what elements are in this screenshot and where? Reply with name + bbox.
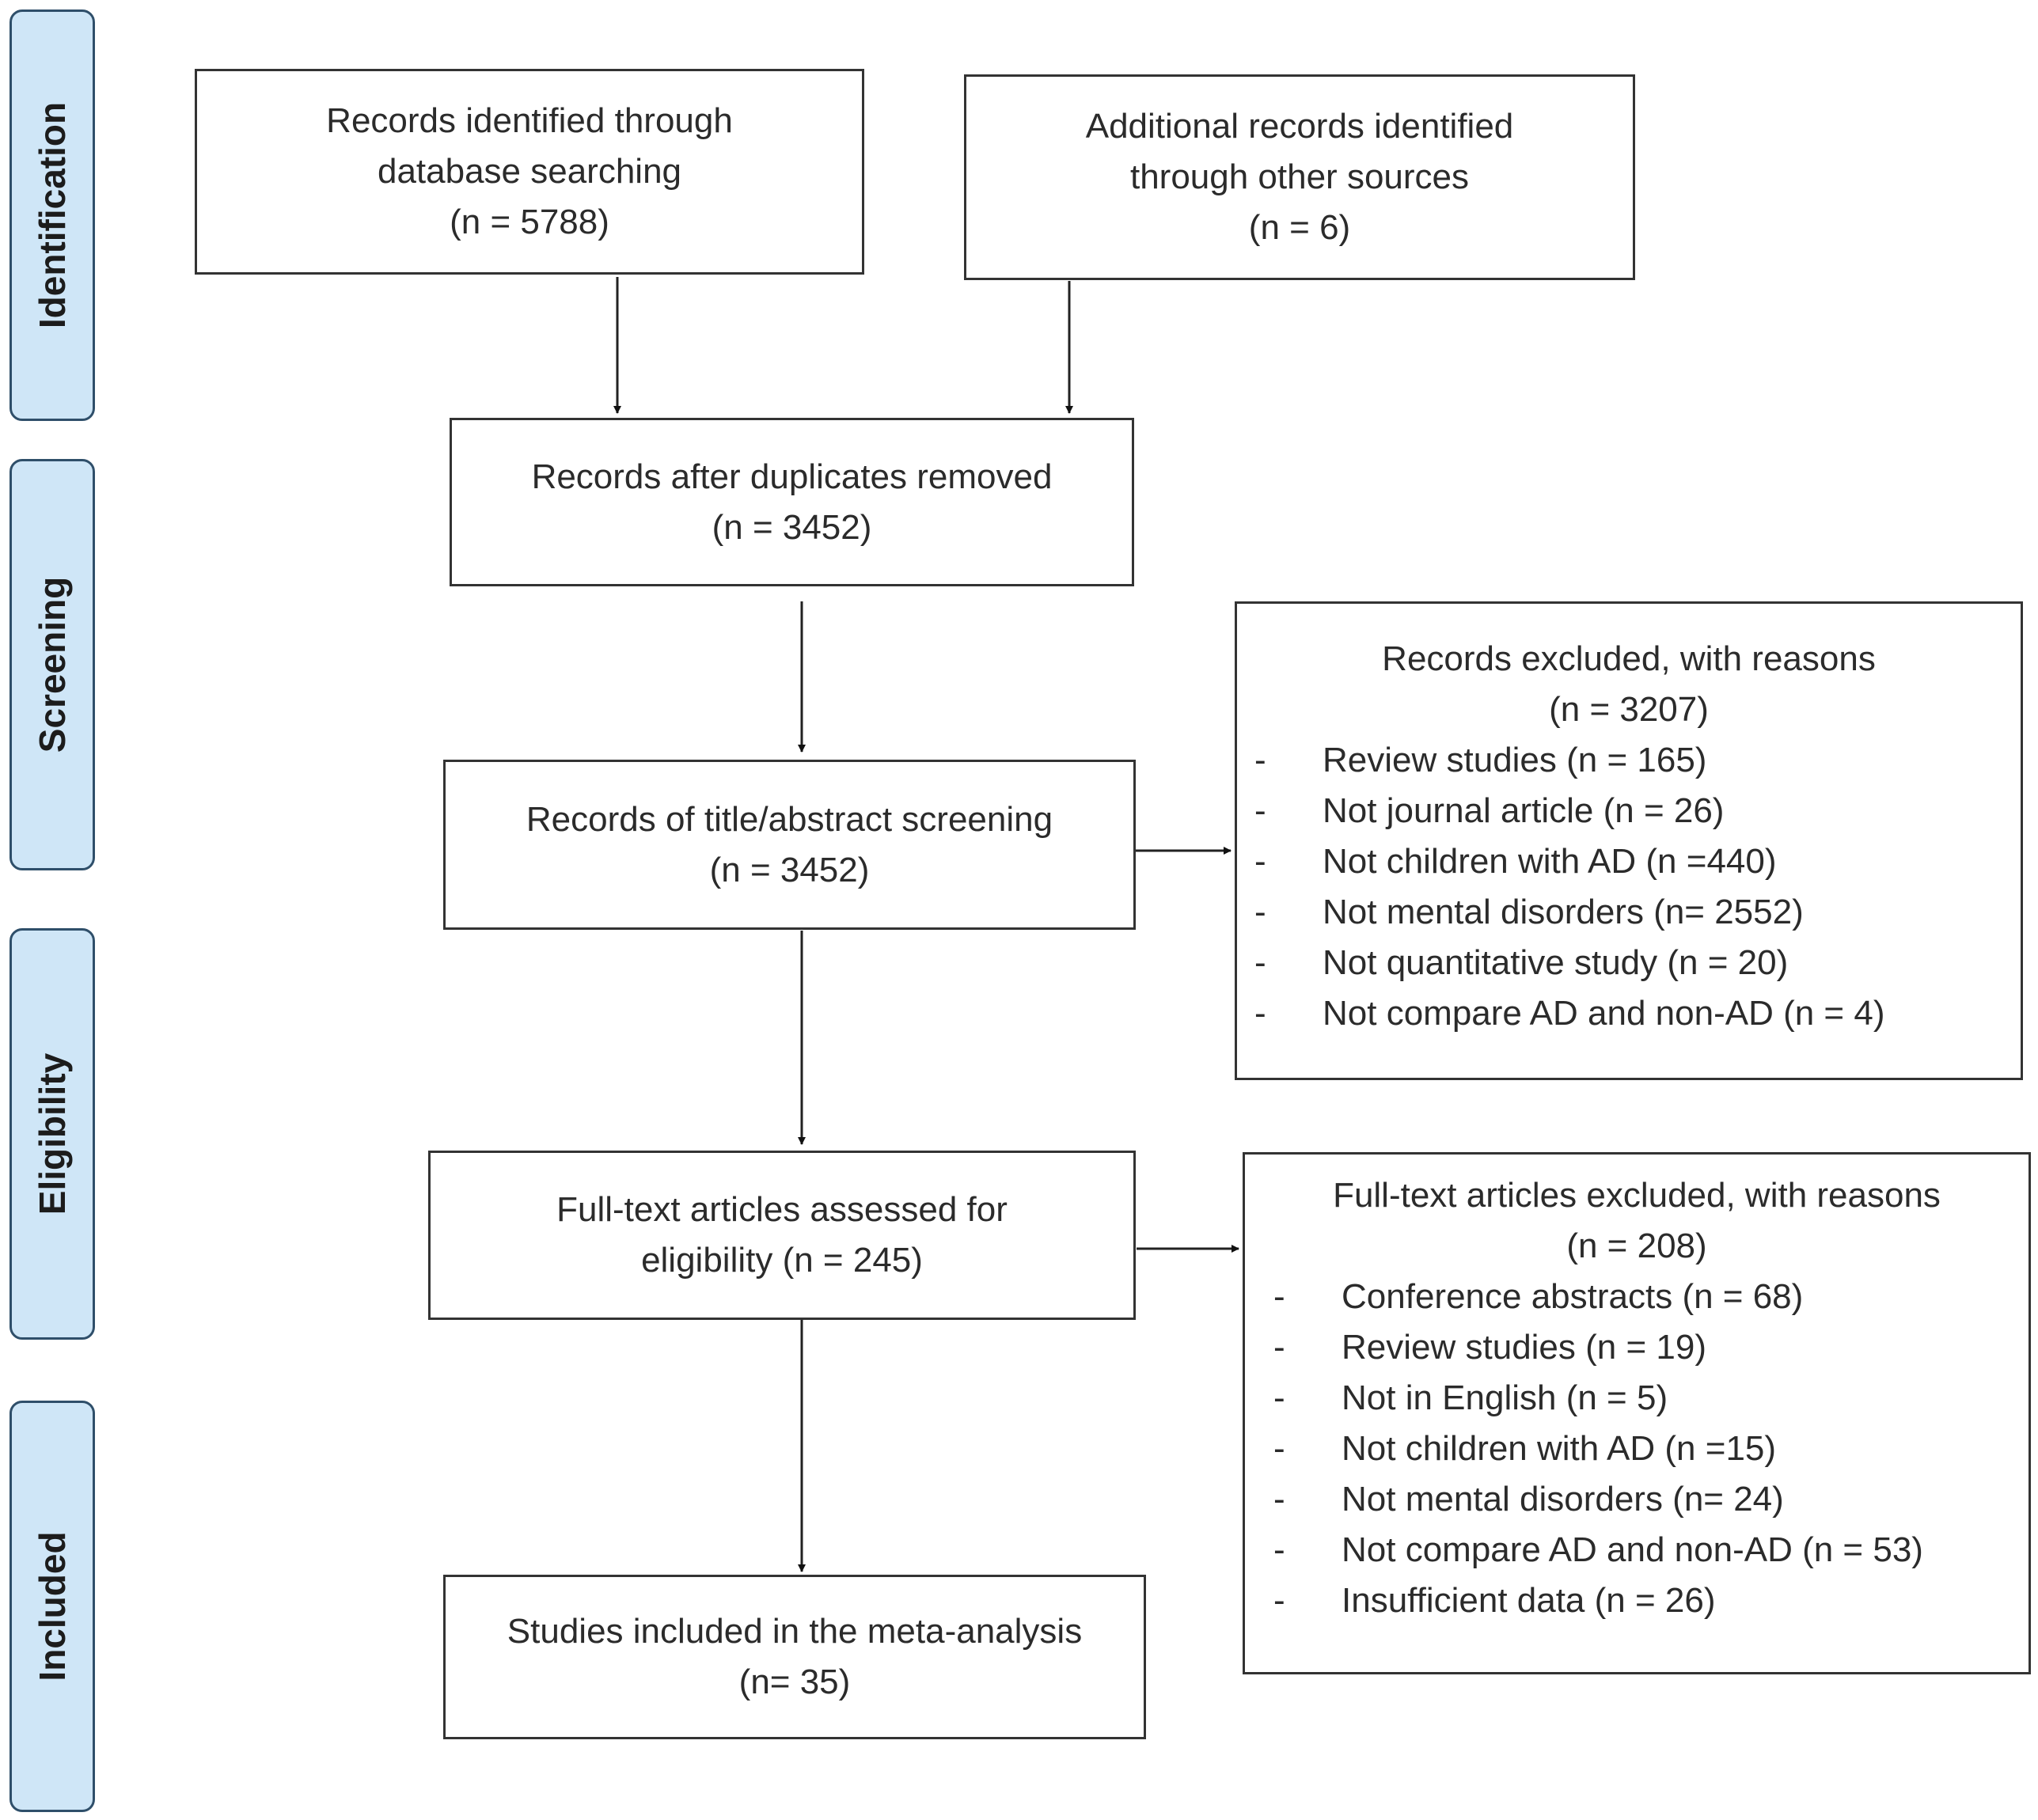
fulltext-excluded-list: -Conference abstracts (n = 68) -Review s… (1245, 1272, 2029, 1626)
list-item: -Review studies (n = 165) (1254, 741, 1707, 779)
phase-screening: Screening (9, 459, 95, 870)
list-item: -Not children with AD (n =15) (1273, 1429, 1777, 1468)
after-duplicates-count: (n = 3452) (712, 507, 872, 547)
list-item: -Not compare AD and non-AD (n = 4) (1254, 994, 1885, 1033)
other-sources-count: (n = 6) (1248, 208, 1351, 247)
fulltext-excluded-count: (n = 208) (1566, 1227, 1707, 1265)
database-records-box: Records identified through database sear… (195, 69, 864, 275)
fulltext-assessed-line2: eligibility (n = 245) (641, 1241, 923, 1280)
fulltext-assessed-box: Full-text articles assessed for eligibil… (428, 1151, 1136, 1320)
fulltext-excluded-box: Full-text articles excluded, with reason… (1243, 1152, 2031, 1674)
list-item: -Not mental disorders (n= 2552) (1254, 893, 1804, 931)
records-excluded-title: Records excluded, with reasons (1382, 639, 1876, 678)
other-sources-line1: Additional records identified (1085, 107, 1514, 146)
list-item: -Not quantitative study (n = 20) (1254, 943, 1789, 982)
title-abstract-count: (n = 3452) (709, 850, 870, 889)
fulltext-excluded-title: Full-text articles excluded, with reason… (1333, 1176, 1941, 1215)
phase-included: Included (9, 1401, 95, 1812)
list-item: -Not journal article (n = 26) (1254, 791, 1725, 830)
other-sources-box: Additional records identified through ot… (964, 74, 1635, 280)
studies-included-box: Studies included in the meta-analysis (n… (443, 1575, 1146, 1739)
list-item: -Insufficient data (n = 26) (1273, 1581, 1716, 1620)
records-excluded-list: -Review studies (n = 165) -Not journal a… (1237, 735, 2021, 1039)
list-item: -Not children with AD (n =440) (1254, 842, 1777, 881)
list-item: -Not mental disorders (n= 24) (1273, 1480, 1784, 1519)
title-abstract-label: Records of title/abstract screening (526, 799, 1053, 839)
other-sources-line2: through other sources (1129, 157, 1470, 196)
phase-eligibility: Eligibility (9, 928, 95, 1340)
title-abstract-box: Records of title/abstract screening (n =… (443, 760, 1136, 930)
records-excluded-box: Records excluded, with reasons (n = 3207… (1235, 601, 2023, 1080)
studies-included-label: Studies included in the meta-analysis (507, 1612, 1083, 1651)
fulltext-assessed-line1: Full-text articles assessed for (556, 1190, 1008, 1229)
list-item: -Review studies (n = 19) (1273, 1328, 1706, 1367)
database-records-line2: database searching (377, 152, 682, 191)
database-records-line1: Records identified through (326, 101, 733, 140)
records-excluded-count: (n = 3207) (1549, 690, 1709, 729)
phase-identification: Identification (9, 9, 95, 421)
after-duplicates-label: Records after duplicates removed (531, 457, 1053, 496)
after-duplicates-box: Records after duplicates removed (n = 34… (450, 418, 1134, 586)
list-item: -Not in English (n = 5) (1273, 1378, 1668, 1417)
studies-included-count: (n= 35) (738, 1663, 851, 1701)
database-records-count: (n = 5788) (450, 203, 609, 241)
list-item: -Conference abstracts (n = 68) (1273, 1277, 1804, 1316)
list-item: -Not compare AD and non-AD (n = 53) (1273, 1530, 1923, 1569)
